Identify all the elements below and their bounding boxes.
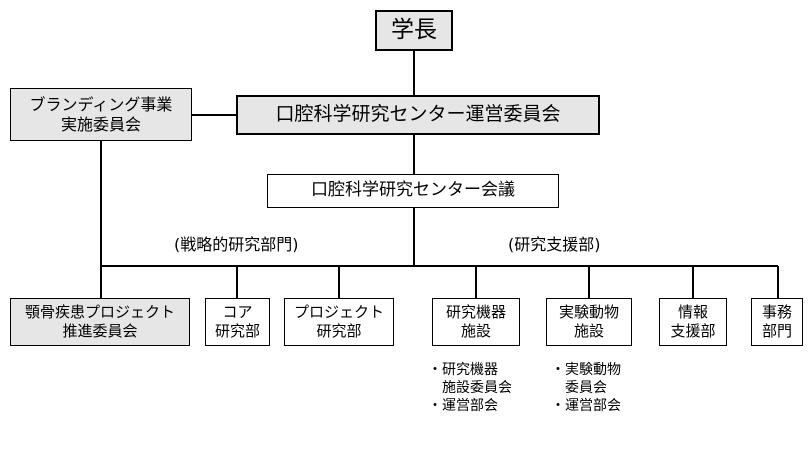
animal-note-committee-cont: 委員会 — [565, 380, 607, 397]
equipment-note-operations: ・運営部会 — [428, 398, 498, 415]
strategic-division-label: (戦略的研究部門) — [174, 235, 299, 254]
jaw-project-label-line2: 推進委員会 — [62, 322, 138, 340]
center-council-label: 口腔科学研究センター会議 — [311, 180, 515, 201]
animal-note-operations: ・運営部会 — [551, 398, 621, 415]
project-research-label-line2: 研究部 — [316, 322, 362, 340]
equipment-notes: ・研究機器 施設委員会 ・運営部会 — [428, 361, 512, 416]
animal-facility-label-line2: 施設 — [573, 322, 604, 340]
equipment-note-committee: ・研究機器 — [428, 362, 498, 378]
core-research-box: コア 研究部 — [205, 298, 270, 346]
project-research-box: プロジェクト 研究部 — [284, 298, 394, 346]
animal-notes: ・実験動物 委員会 ・運営部会 — [551, 361, 621, 416]
steering-committee-label: 口腔科学研究センター運営委員会 — [275, 103, 561, 126]
info-support-label-line1: 情報 — [677, 303, 708, 322]
office-division-label-line1: 事務 — [761, 303, 792, 322]
center-council-box: 口腔科学研究センター会議 — [267, 174, 559, 208]
equipment-facility-label-line1: 研究機器 — [445, 303, 506, 322]
branding-committee-label-line2: 実施委員会 — [60, 114, 141, 134]
president-label: 学長 — [391, 17, 437, 44]
info-support-box: 情報 支援部 — [659, 298, 727, 346]
info-support-label-line2: 支援部 — [670, 322, 716, 340]
steering-committee-box: 口腔科学研究センター運営委員会 — [236, 95, 600, 135]
animal-facility-box: 実験動物 施設 — [546, 298, 632, 346]
branding-committee-box: ブランディング事業 実施委員会 — [10, 88, 192, 141]
jaw-project-label-line1: 顎骨疾患プロジェクト — [24, 303, 175, 322]
president-box: 学長 — [375, 10, 453, 51]
animal-note-committee: ・実験動物 — [551, 362, 621, 378]
project-research-label-line1: プロジェクト — [293, 303, 384, 322]
equipment-note-committee-cont: 施設委員会 — [442, 380, 512, 397]
core-research-label-line1: コア — [222, 303, 253, 322]
office-division-label-line2: 部門 — [761, 322, 792, 340]
equipment-facility-box: 研究機器 施設 — [432, 298, 520, 346]
jaw-project-committee-box: 顎骨疾患プロジェクト 推進委員会 — [10, 298, 190, 346]
support-division-label: (研究支援部) — [508, 235, 601, 254]
office-division-box: 事務 部門 — [751, 298, 803, 346]
branding-committee-label-line1: ブランディング事業 — [29, 94, 173, 114]
core-research-label-line2: 研究部 — [214, 322, 260, 340]
equipment-facility-label-line2: 施設 — [460, 322, 491, 340]
animal-facility-label-line1: 実験動物 — [558, 303, 619, 322]
